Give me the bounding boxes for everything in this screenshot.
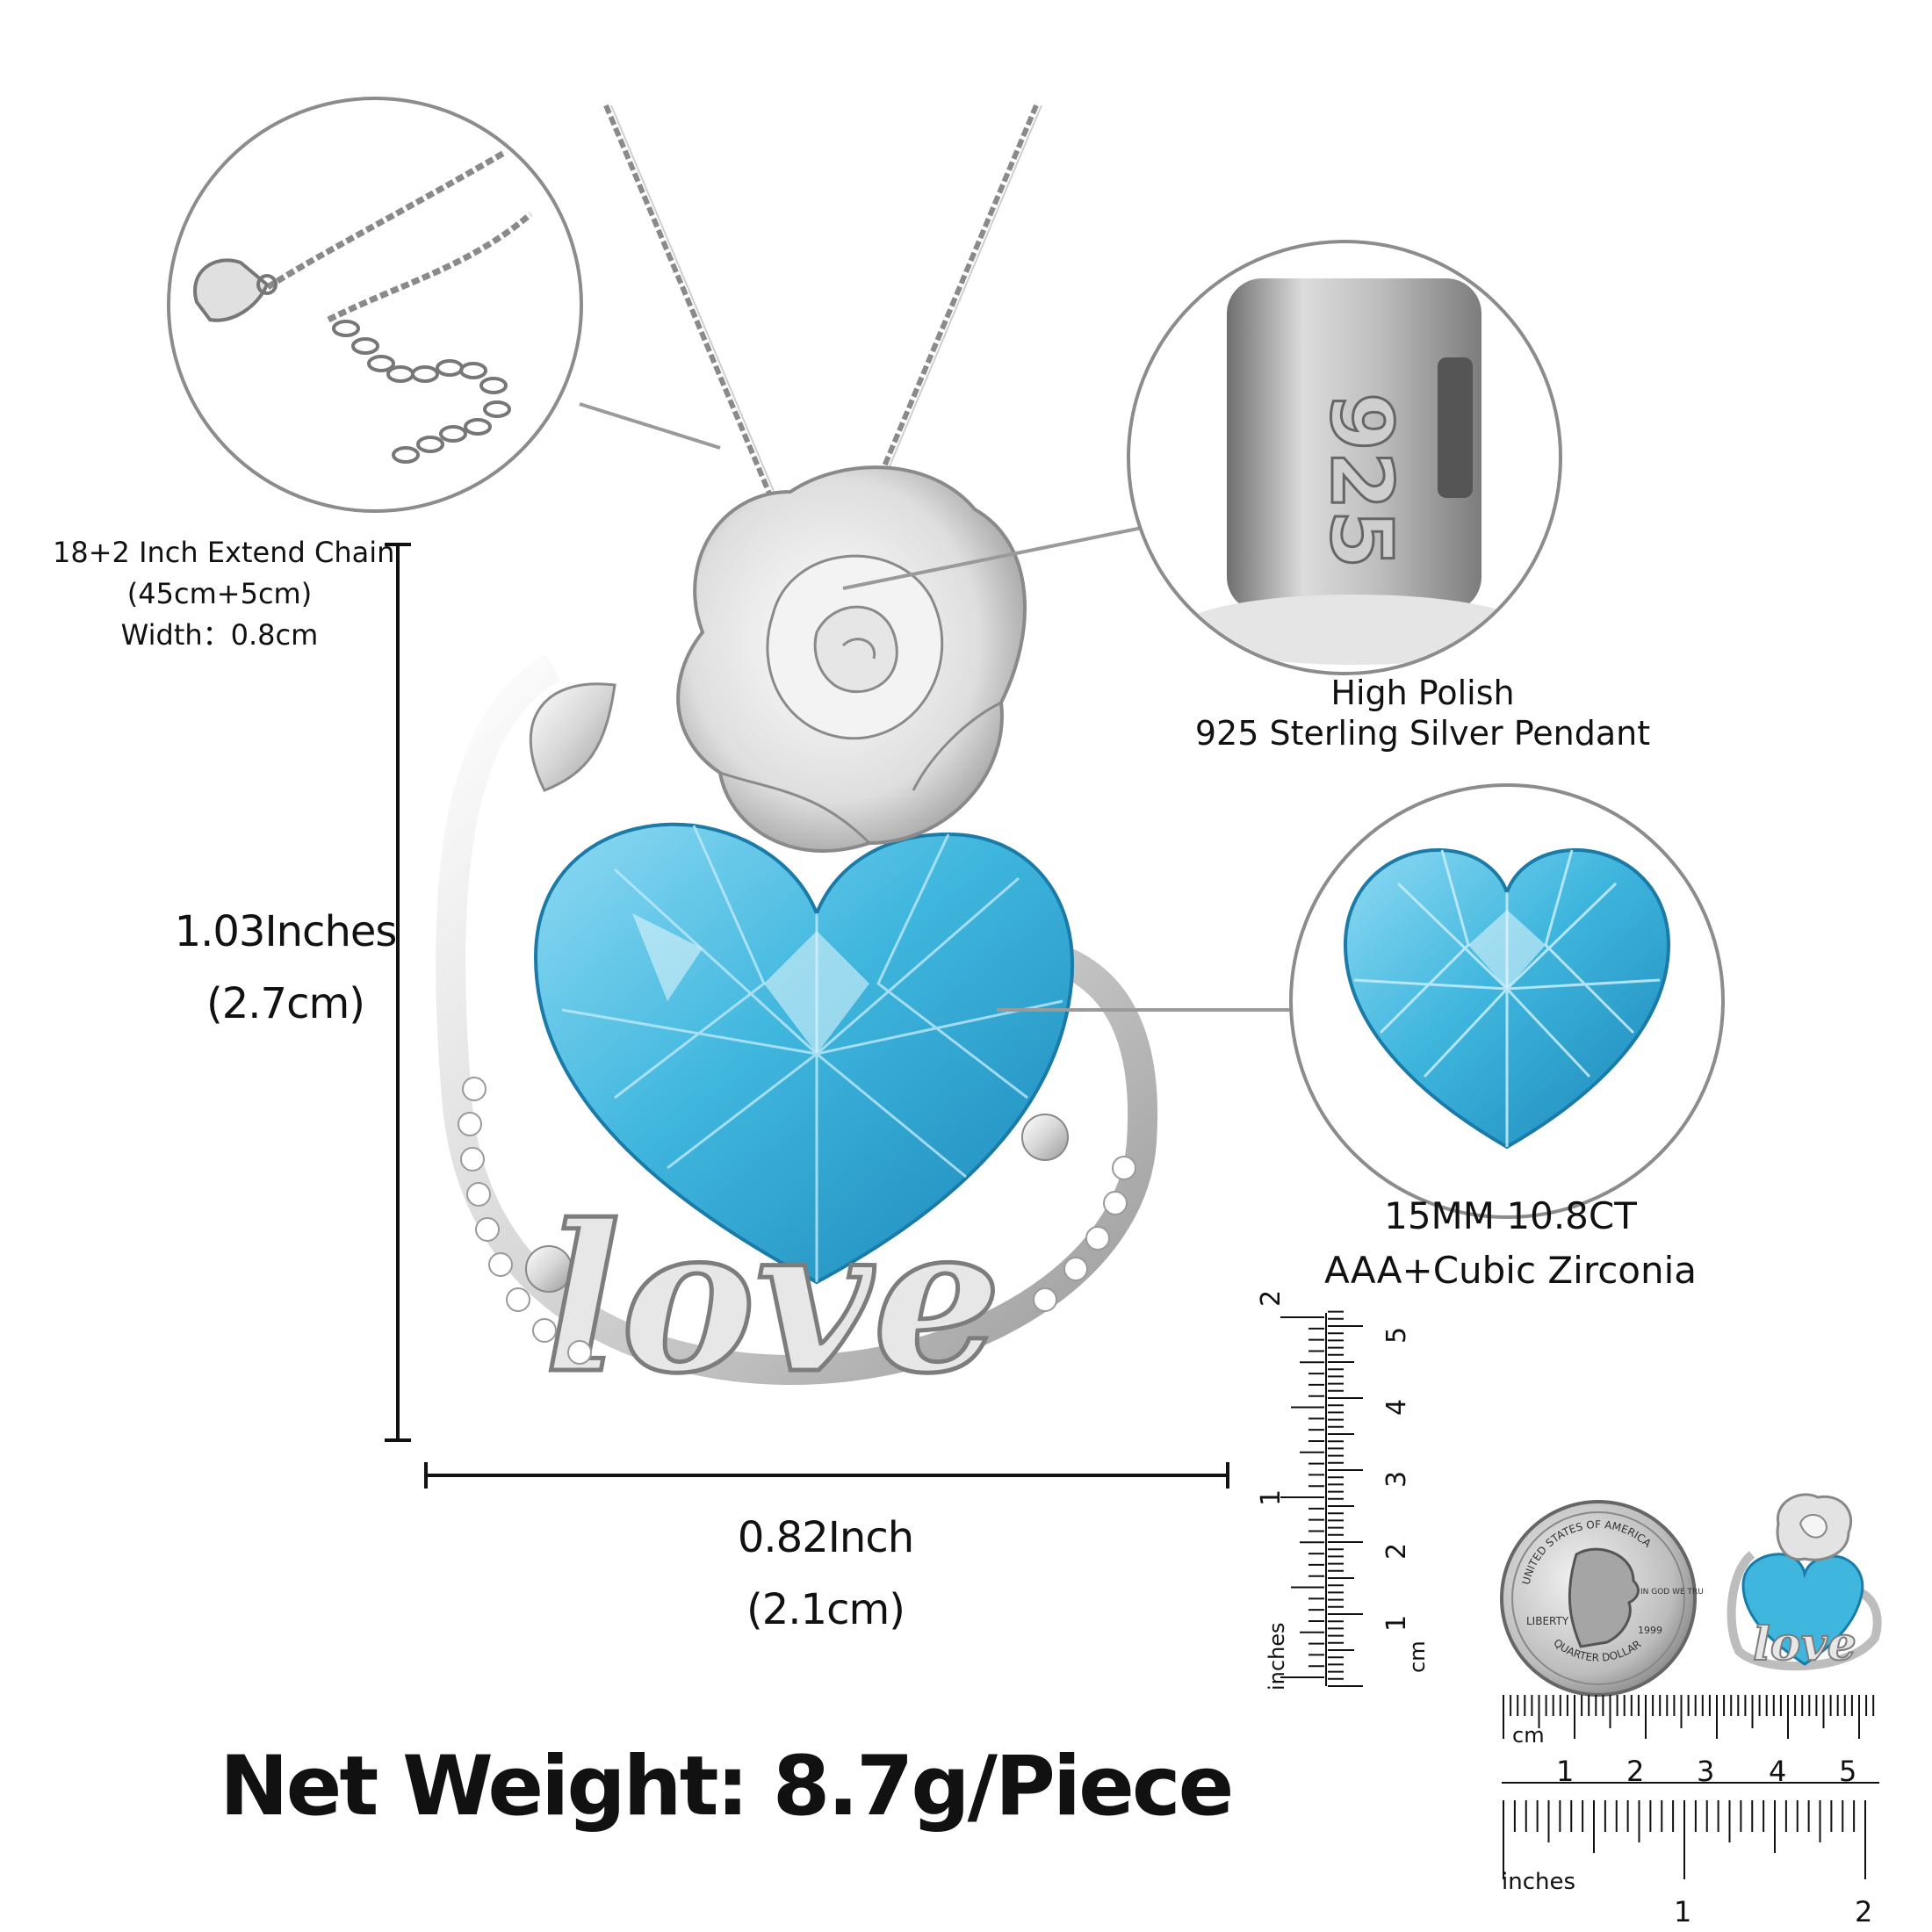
lobster-clasp-icon — [193, 258, 270, 322]
stamp-925-text: 925 — [1312, 393, 1410, 568]
hruler-cm-unit: cm — [1512, 1723, 1545, 1748]
coin-liberty-text: LIBERTY — [1526, 1615, 1569, 1627]
width-inches-text: 0.82Inch — [737, 1513, 914, 1562]
chain-spec-label: 18+2 Inch Extend Chain (45cm+5cm) Width：… — [53, 532, 395, 656]
gem-detail-circle — [1289, 783, 1725, 1219]
mini-pendant-reference: love — [1727, 1493, 1882, 1672]
stone-size-text: 15MM 10.8CT — [1384, 1194, 1637, 1237]
hruler-inch-label-2: 2 — [1855, 1895, 1873, 1928]
box-chain — [603, 104, 1039, 608]
width-cm-text: (2.1cm) — [746, 1585, 905, 1634]
chain-length-cm-text: (45cm+5cm) — [126, 577, 313, 610]
vruler-cm-label-1: 1 — [1381, 1614, 1412, 1632]
horizontal-ruler — [1502, 1695, 1879, 1879]
coin-motto-text: IN GOD WE TRUST — [1640, 1588, 1704, 1597]
cz-stone-row — [458, 1077, 1136, 1365]
hruler-cm-label-5: 5 — [1839, 1755, 1857, 1788]
height-label: 1.03Inches (2.7cm) — [167, 896, 404, 1040]
rose-ornament — [676, 465, 1027, 853]
vruler-cm-unit: cm — [1405, 1640, 1430, 1673]
hruler-cm-label-2: 2 — [1626, 1755, 1645, 1788]
height-dimension-line — [385, 543, 411, 1442]
vruler-cm-label-5: 5 — [1381, 1326, 1412, 1344]
heart-frame — [436, 654, 1157, 1386]
extender-chain — [332, 320, 511, 464]
prong-ball — [1021, 1114, 1069, 1161]
quarter-coin-reference: UNITED STATES OF AMERICA QUARTER DOLLAR … — [1500, 1500, 1704, 1697]
coin-year-text: 1999 — [1638, 1625, 1662, 1636]
width-label: 0.82Inch (2.1cm) — [685, 1502, 966, 1646]
vruler-cm-label-4: 4 — [1381, 1398, 1412, 1416]
prong-ball — [525, 1245, 573, 1293]
hruler-cm-label-4: 4 — [1769, 1755, 1787, 1788]
height-inches-text: 1.03Inches — [174, 907, 398, 956]
hruler-inch-label-1: 1 — [1674, 1895, 1692, 1928]
vruler-inch-unit: inches — [1265, 1622, 1289, 1690]
height-cm-text: (2.7cm) — [206, 979, 365, 1028]
callout-line — [842, 521, 1169, 590]
hruler-inch-unit: inches — [1502, 1869, 1576, 1895]
chain-length-text: 18+2 Inch Extend Chain — [53, 536, 395, 569]
silver-line1: High Polish — [1330, 674, 1515, 712]
pendant-bail — [1227, 278, 1481, 612]
mini-love-word: love — [1753, 1618, 1856, 1671]
silver-line2: 925 Sterling Silver Pendant — [1194, 714, 1651, 753]
net-weight-label: Net Weight: 8.7g/Piece — [220, 1739, 1234, 1835]
pendant-love-word: love — [544, 1181, 1002, 1418]
rose-leaf — [529, 682, 616, 792]
stamp-detail-circle: 925 — [1127, 240, 1562, 675]
washington-profile-icon — [1568, 1547, 1640, 1648]
callout-line — [579, 402, 721, 450]
stone-type-text: AAA+Cubic Zirconia — [1323, 1249, 1698, 1292]
vruler-inch-label-1: 1 — [1256, 1489, 1287, 1506]
hruler-cm-label-1: 1 — [1556, 1755, 1575, 1788]
chain-detail-circle — [167, 97, 583, 513]
width-dimension-line — [424, 1462, 1229, 1489]
silver-material-label: High Polish 925 Sterling Silver Pendant — [1177, 673, 1669, 753]
vruler-cm-label-2: 2 — [1381, 1542, 1412, 1560]
vruler-inch-label-2: 2 — [1256, 1289, 1287, 1307]
hruler-cm-label-3: 3 — [1697, 1755, 1715, 1788]
stone-spec-label: 15MM 10.8CT AAA+Cubic Zirconia — [1265, 1189, 1756, 1298]
vertical-ruler — [1280, 1310, 1363, 1687]
vruler-cm-label-3: 3 — [1381, 1470, 1412, 1488]
chain-width-text: Width：0.8cm — [120, 618, 319, 652]
